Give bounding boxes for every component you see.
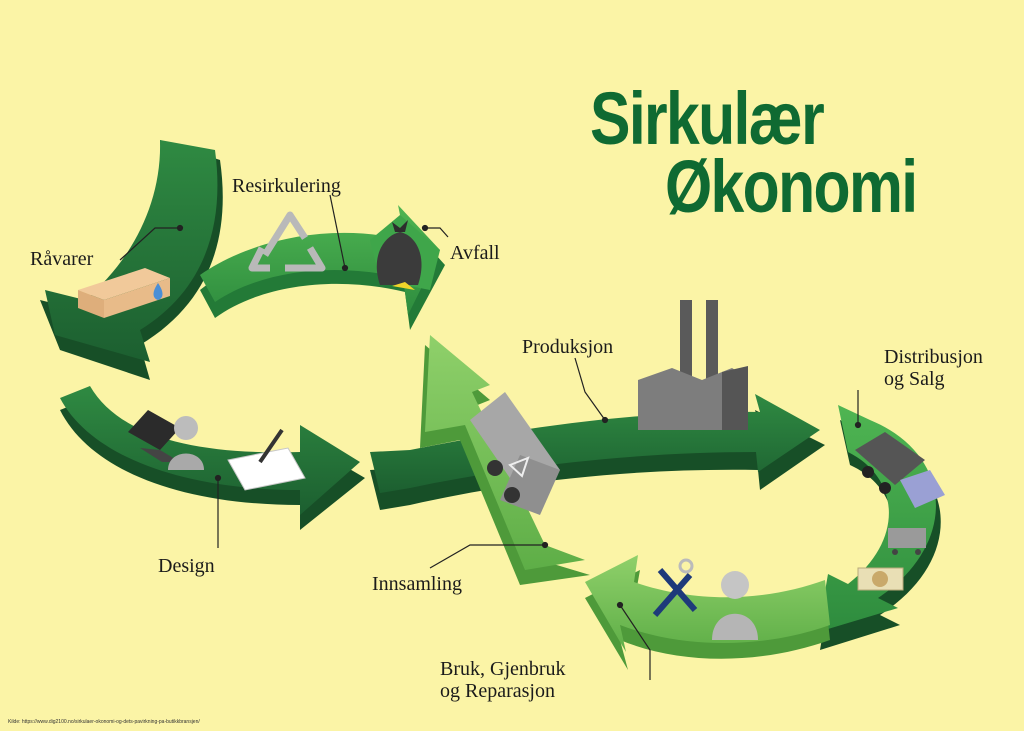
innsamling-arrow bbox=[420, 335, 590, 585]
label-design: Design bbox=[158, 555, 215, 577]
label-bruk-line1: Bruk, Gjenbruk bbox=[440, 658, 566, 680]
recycle-icon bbox=[248, 211, 326, 272]
label-produksjon: Produksjon bbox=[522, 336, 614, 358]
design-arrow bbox=[60, 386, 365, 530]
label-ravarer: Råvarer bbox=[30, 248, 94, 270]
drawing-paper-icon bbox=[227, 428, 306, 491]
raw-materials-icon bbox=[78, 268, 170, 318]
shopping-cart-icon bbox=[888, 528, 926, 555]
label-distribusjon-line1: Distribusjon bbox=[884, 346, 983, 368]
distribution-truck-icon bbox=[855, 432, 945, 508]
label-distribusjon-line2: og Salg bbox=[884, 368, 945, 390]
label-resirkulering: Resirkulering bbox=[232, 175, 341, 197]
bruk-arrow bbox=[585, 555, 830, 670]
source-credit: Kilde: https://www.dig2100.no/sirkulaer-… bbox=[8, 719, 200, 725]
factory-icon bbox=[638, 300, 748, 430]
label-bruk-line2: og Reparasjon bbox=[440, 680, 555, 702]
label-innsamling: Innsamling bbox=[372, 573, 462, 595]
money-icon bbox=[857, 567, 904, 591]
leader-lines bbox=[119, 194, 862, 680]
person-use-icon bbox=[712, 571, 758, 640]
laptop-icon bbox=[128, 410, 180, 462]
title-line-1: Sirkulær bbox=[590, 77, 825, 160]
title-line-2: Økonomi bbox=[665, 145, 918, 228]
label-avfall: Avfall bbox=[450, 242, 500, 264]
garbage-bag-icon bbox=[376, 220, 422, 290]
tools-icon bbox=[652, 558, 698, 617]
truck-icon bbox=[470, 392, 560, 515]
person-design-icon bbox=[168, 416, 204, 470]
